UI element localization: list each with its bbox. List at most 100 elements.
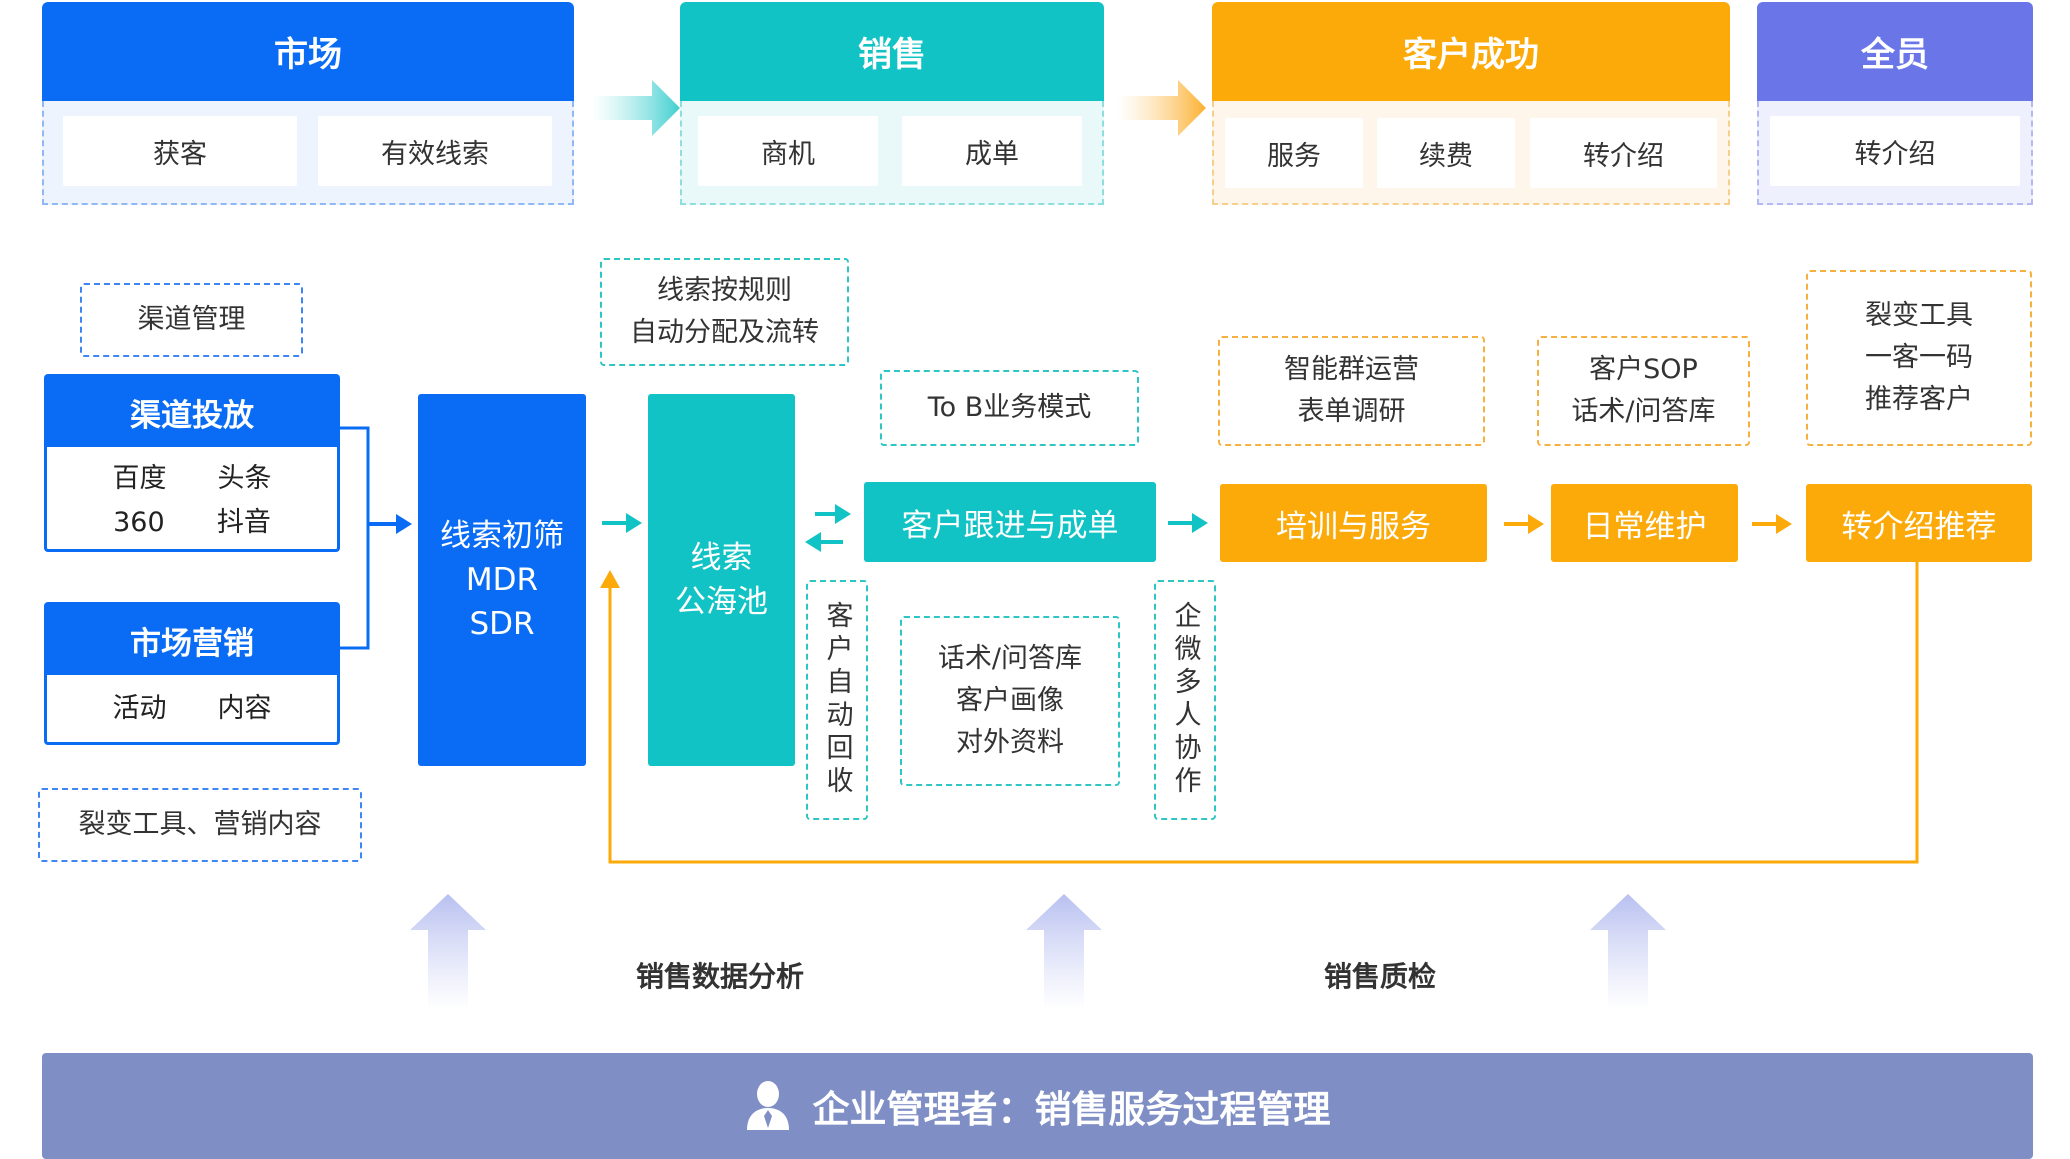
marketing-header: 市场营销 xyxy=(47,605,337,675)
daily-maintenance-box: 日常维护 xyxy=(1551,484,1738,562)
channel-management-label: 渠道管理 xyxy=(137,304,246,335)
phase-all-title: 全员 xyxy=(1861,35,1929,75)
chip-service: 服务 xyxy=(1225,118,1363,188)
phase-cs-title: 客户成功 xyxy=(1403,35,1539,75)
wecom-collab-label: 企微多人协作 xyxy=(1169,601,1201,799)
tob-mode-label: To B业务模式 xyxy=(927,392,1092,423)
manager-banner-text: 企业管理者：销售服务过程管理 xyxy=(812,1088,1331,1131)
lead-screening-box: 线索初筛 MDR SDR xyxy=(418,394,586,766)
training-service-label: 培训与服务 xyxy=(1276,508,1431,545)
chip-referral-cs-label: 转介绍 xyxy=(1583,140,1664,172)
chip-acquire: 获客 xyxy=(63,116,297,186)
channel-delivery-row1: 百度 头条 xyxy=(47,447,337,501)
auto-recycle-note: 客户自动回收 xyxy=(806,580,868,820)
lead-pool-box: 线索 公海池 xyxy=(648,394,795,766)
chip-acquire-label: 获客 xyxy=(153,138,207,170)
lead-pool-line1: 线索 xyxy=(690,540,753,576)
training-note-line2: 表单调研 xyxy=(1297,396,1406,427)
channel-delivery-title: 渠道投放 xyxy=(130,397,254,434)
phase-market-title: 市场 xyxy=(274,35,342,75)
sales-materials-note: 话术/问答库 客户画像 对外资料 xyxy=(900,616,1120,786)
training-note-line1: 智能群运营 xyxy=(1284,354,1419,385)
sales-qc-label: 销售质检 xyxy=(1270,950,1490,1000)
customer-followup-label: 客户跟进与成单 xyxy=(901,507,1119,544)
up-arrow-right xyxy=(1590,894,1666,1010)
chip-renewal-label: 续费 xyxy=(1419,140,1473,172)
arrow-training-to-maintenance xyxy=(1504,514,1544,534)
chip-referral-all: 转介绍 xyxy=(1770,116,2020,186)
feedback-loop-arrow xyxy=(600,562,1919,864)
chip-referral-all-label: 转介绍 xyxy=(1854,138,1936,170)
sales-note-persona: 客户画像 xyxy=(956,685,1064,716)
marketing-title: 市场营销 xyxy=(130,625,254,662)
maintenance-note-line1: 客户SOP xyxy=(1589,354,1698,385)
maintenance-note: 客户SOP 话术/问答库 xyxy=(1537,336,1750,446)
sales-note-scripts: 话术/问答库 xyxy=(937,643,1083,674)
user-icon xyxy=(745,1080,791,1132)
chip-renewal: 续费 xyxy=(1377,118,1515,188)
arrow-pool-followup-bidirectional xyxy=(805,504,851,552)
lead-screening-title: 线索初筛 xyxy=(440,518,564,554)
auto-recycle-label: 客户自动回收 xyxy=(821,601,853,799)
training-service-box: 培训与服务 xyxy=(1220,484,1487,562)
phase-arrow-2 xyxy=(1118,80,1206,136)
lead-screening-mdr: MDR xyxy=(465,562,539,598)
arrow-screening-to-pool xyxy=(602,513,642,533)
rule-assignment-note: 线索按规则 自动分配及流转 xyxy=(600,258,849,366)
referral-note-line1: 裂变工具 xyxy=(1865,300,1973,331)
marketing-row1: 活动 内容 xyxy=(47,675,337,731)
phase-sales-title: 销售 xyxy=(858,35,926,75)
manager-banner: 企业管理者：销售服务过程管理 xyxy=(42,1053,2033,1159)
channel-delivery-header: 渠道投放 xyxy=(47,377,337,447)
chip-referral-cs: 转介绍 xyxy=(1530,118,1717,188)
lead-screening-sdr: SDR xyxy=(469,606,535,642)
phase-market-header: 市场 xyxy=(42,2,574,101)
referral-note: 裂变工具 一客一码 推荐客户 xyxy=(1806,270,2032,446)
channel-delivery-card: 渠道投放 百度 头条 360 抖音 xyxy=(44,374,340,552)
rule-note-line1: 线索按规则 xyxy=(657,275,792,306)
chip-service-label: 服务 xyxy=(1267,140,1321,172)
up-arrow-middle xyxy=(1026,894,1102,1010)
referral-recommend-box: 转介绍推荐 xyxy=(1806,484,2032,562)
channel-360: 360 xyxy=(113,507,165,538)
chip-valid-leads-label: 有效线索 xyxy=(381,138,489,170)
channel-delivery-row2: 360 抖音 xyxy=(47,501,337,545)
training-note: 智能群运营 表单调研 xyxy=(1218,336,1485,446)
channel-management-box: 渠道管理 xyxy=(80,283,303,357)
chip-opportunity-label: 商机 xyxy=(761,138,815,170)
chip-opportunity: 商机 xyxy=(698,116,878,186)
customer-followup-box: 客户跟进与成单 xyxy=(864,482,1156,562)
sales-data-analysis-label: 销售数据分析 xyxy=(590,950,850,1000)
fission-tools-box: 裂变工具、营销内容 xyxy=(38,788,362,862)
referral-note-line3: 推荐客户 xyxy=(1865,384,1973,415)
sales-qc-text: 销售质检 xyxy=(1323,960,1436,993)
fission-tools-label: 裂变工具、营销内容 xyxy=(78,809,322,840)
wecom-collab-note: 企微多人协作 xyxy=(1154,580,1216,820)
lead-pool-line2: 公海池 xyxy=(675,584,768,620)
marketing-events: 活动 xyxy=(112,693,167,724)
channel-douyin: 抖音 xyxy=(216,507,271,538)
rule-note-line2: 自动分配及流转 xyxy=(630,317,819,348)
chip-deal: 成单 xyxy=(902,116,1082,186)
chip-deal-label: 成单 xyxy=(965,138,1019,170)
channel-toutiao: 头条 xyxy=(217,463,272,494)
maintenance-note-line2: 话术/问答库 xyxy=(1571,396,1716,427)
referral-note-line2: 一客一码 xyxy=(1865,342,1973,373)
channel-baidu: 百度 xyxy=(112,463,167,494)
chip-valid-leads: 有效线索 xyxy=(318,116,552,186)
referral-recommend-label: 转介绍推荐 xyxy=(1841,508,1997,545)
marketing-content: 内容 xyxy=(217,693,272,724)
phase-cs-header: 客户成功 xyxy=(1212,2,1730,101)
arrow-maintenance-to-referral xyxy=(1752,514,1792,534)
phase-arrow-1 xyxy=(592,80,680,136)
sales-note-materials: 对外资料 xyxy=(956,727,1064,758)
phase-sales-header: 销售 xyxy=(680,2,1104,101)
daily-maintenance-label: 日常维护 xyxy=(1582,508,1707,545)
tob-mode-note: To B业务模式 xyxy=(880,370,1139,446)
up-arrow-left xyxy=(410,894,486,1010)
sales-data-analysis-text: 销售数据分析 xyxy=(635,960,804,993)
left-bracket-connector xyxy=(340,426,412,650)
phase-all-header: 全员 xyxy=(1757,2,2033,101)
arrow-followup-to-training xyxy=(1168,513,1208,533)
marketing-card: 市场营销 活动 内容 xyxy=(44,602,340,745)
